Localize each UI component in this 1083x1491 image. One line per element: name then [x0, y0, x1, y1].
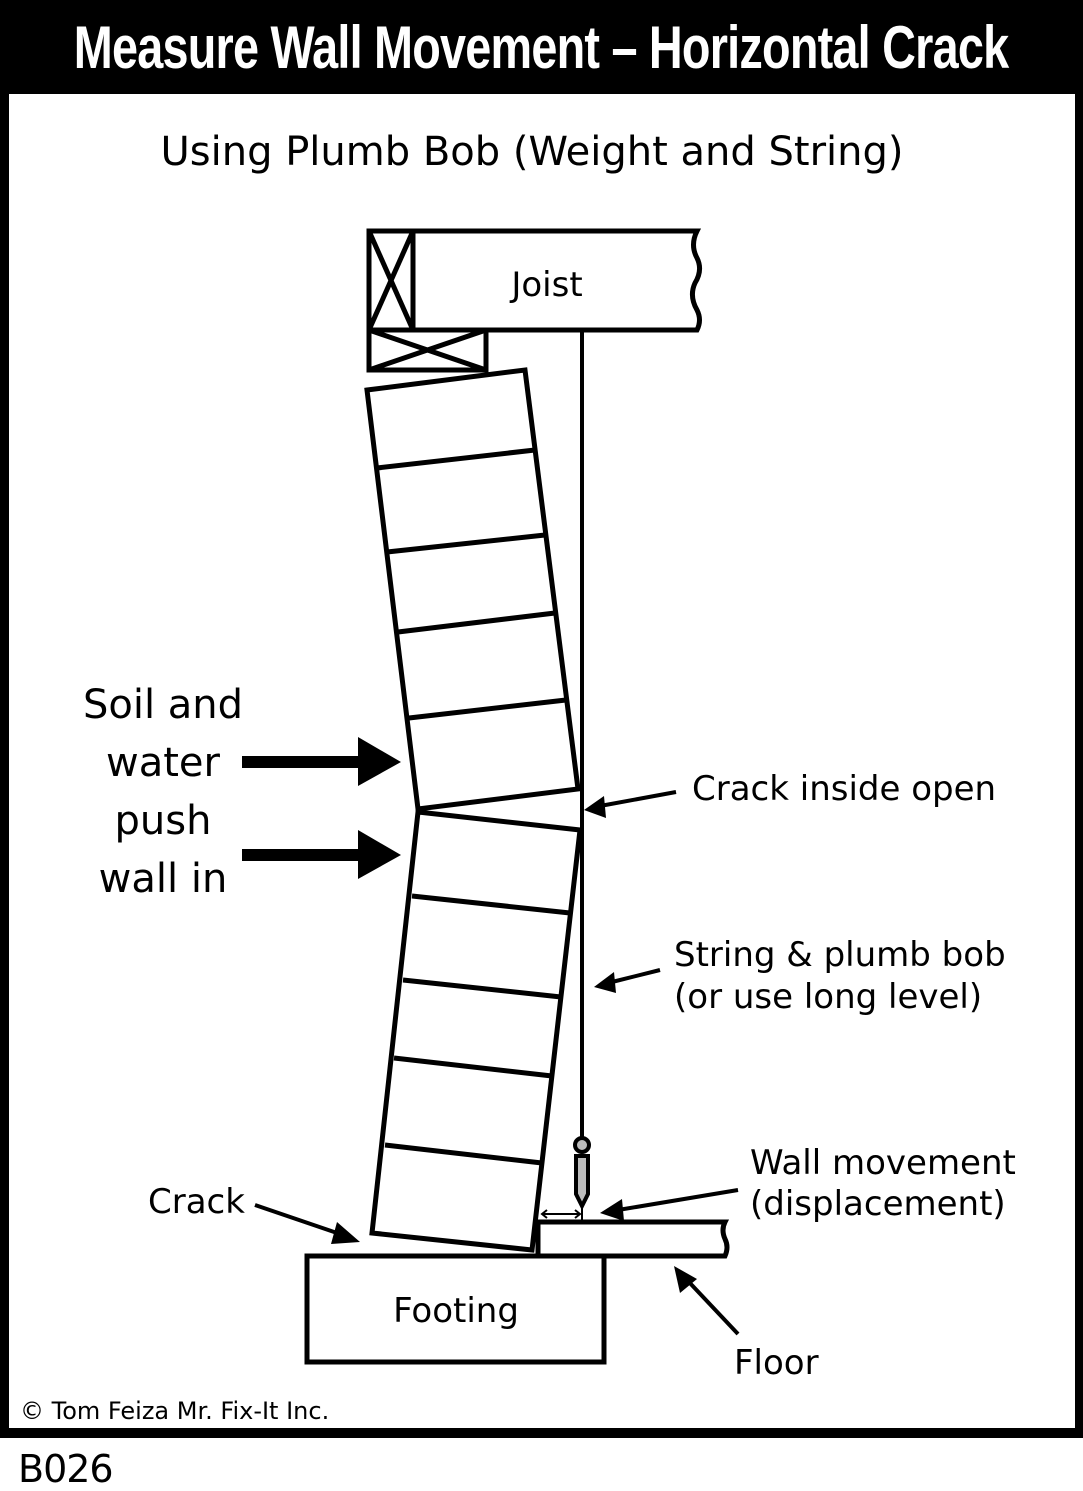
crack-inside-callout — [584, 790, 677, 818]
wall-movement-callout — [600, 1188, 739, 1221]
soil-pressure-arrow-lower — [242, 830, 401, 879]
block-joint — [402, 977, 562, 1000]
soil-pressure-arrow-upper — [242, 737, 401, 786]
arrow-head-icon — [358, 737, 401, 786]
block-joint — [411, 893, 571, 916]
displacement-dimension-icon — [540, 1209, 582, 1219]
lower-wall-outline — [369, 809, 583, 1253]
plumb-bob-icon — [573, 1136, 591, 1220]
upper-wall-outline — [364, 367, 581, 812]
arrow-head-icon — [594, 972, 616, 993]
joist-label: Joist — [509, 265, 582, 305]
page-title: Measure Wall Movement – Horizontal Crack — [74, 13, 1009, 81]
block-joint — [397, 610, 556, 635]
footing-label: Footing — [393, 1291, 519, 1331]
sill-plate-cross — [368, 327, 487, 373]
copyright: © Tom Feiza Mr. Fix-It Inc. — [20, 1397, 329, 1425]
block-joint — [393, 1055, 553, 1079]
arrow-head-icon — [600, 1199, 624, 1221]
wall-movement-label-line1: Wall movement — [750, 1143, 1016, 1183]
lower-wall — [369, 809, 583, 1253]
soil-label-line2: water — [106, 740, 221, 786]
crack-inside-label: Crack inside open — [692, 769, 996, 809]
floor-slab — [535, 1219, 730, 1259]
soil-label-line4: wall in — [99, 856, 228, 902]
string-label-line2: (or use long level) — [674, 977, 982, 1017]
arrow-head-icon — [674, 1266, 697, 1293]
soil-label-line3: push — [115, 798, 212, 844]
arrow-head-icon — [584, 796, 606, 818]
floor-callout — [674, 1266, 740, 1336]
block-joint — [376, 447, 536, 471]
upper-wall — [364, 367, 581, 812]
subtitle: Using Plumb Bob (Weight and String) — [161, 129, 904, 175]
string-label-line1: String & plumb bob — [674, 935, 1006, 975]
block-joint — [386, 532, 546, 555]
rim-joist-cross — [366, 229, 416, 332]
string-callout — [594, 968, 661, 993]
joist-outline — [366, 228, 703, 333]
footing — [304, 1253, 607, 1365]
crack-label: Crack — [148, 1182, 245, 1222]
title-band: Measure Wall Movement – Horizontal Crack — [0, 0, 1083, 94]
crack-callout — [254, 1203, 360, 1244]
block-joint — [408, 697, 567, 721]
soil-label-line1: Soil and — [83, 682, 243, 728]
arrow-head-icon — [358, 830, 401, 879]
floor-label: Floor — [734, 1343, 819, 1383]
wall-movement-label-line2: (displacement) — [750, 1184, 1006, 1224]
arrow-head-icon — [331, 1222, 360, 1244]
figure-code: B026 — [18, 1447, 114, 1491]
block-joint — [384, 1142, 543, 1166]
joist — [366, 228, 703, 373]
